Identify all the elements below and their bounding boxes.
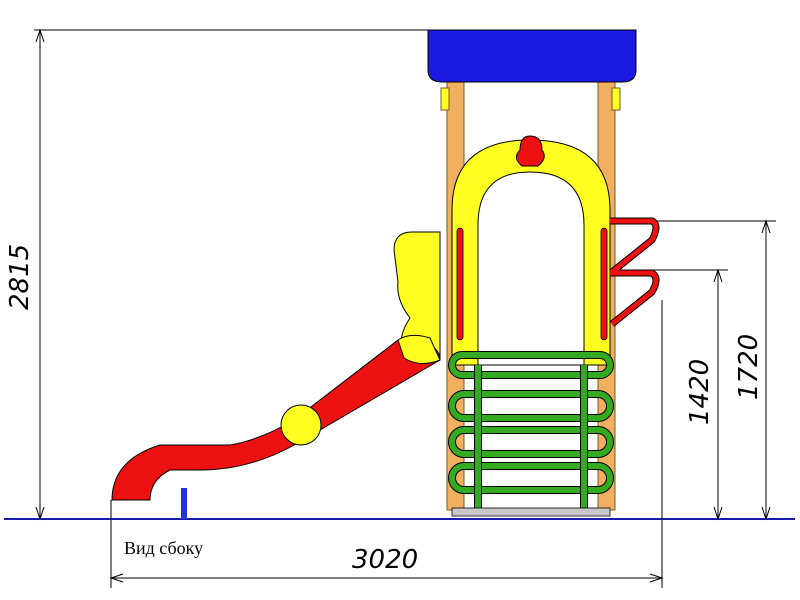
length-dimension-3020 (109, 300, 664, 588)
arch-ornament (516, 135, 545, 167)
ladder (448, 351, 614, 517)
rail-height-label: 1720 (734, 334, 764, 400)
slide-entry-hood (397, 334, 441, 364)
slide-decoration-circle (280, 404, 322, 446)
slide-chute (111, 339, 441, 501)
arch-panel (451, 139, 611, 366)
length-dimension-label: 3020 (352, 545, 418, 575)
view-caption: Вид сбоку (124, 538, 204, 558)
arch-handle-left (456, 227, 464, 341)
height-dimension-2815 (34, 28, 430, 521)
height-dimension-label: 2815 (5, 244, 35, 310)
arch-handle-right (600, 227, 608, 341)
platform-height-label: 1420 (685, 359, 715, 425)
slide-support-leg (181, 488, 187, 519)
roof (427, 29, 637, 83)
